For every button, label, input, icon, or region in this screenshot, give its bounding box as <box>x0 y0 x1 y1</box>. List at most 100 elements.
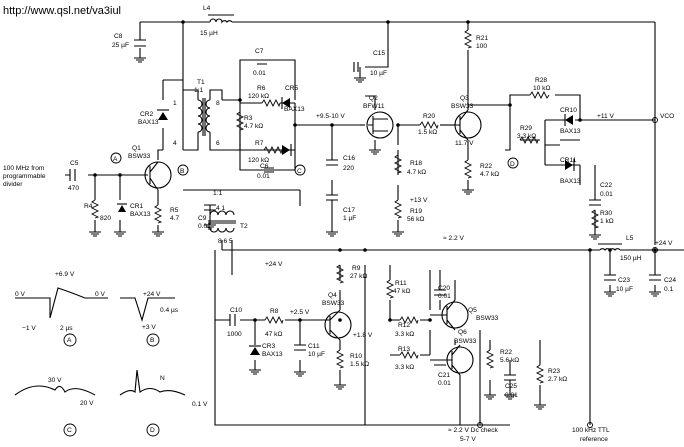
label-C20-value: 0.01 <box>438 293 451 300</box>
label-T2-ratio: 1:1 <box>213 190 222 197</box>
label-v117: 11.7 V <box>455 140 474 147</box>
label-C10: C10 <box>230 307 242 314</box>
label-CR5: CR5 <box>285 85 299 92</box>
wave-C-tag: C <box>67 427 72 434</box>
grounds <box>89 57 661 410</box>
label-CR1-type: BAX13 <box>130 211 151 218</box>
label-C15-value: 10 µF <box>370 70 387 77</box>
label-R6-value: 120 kΩ <box>248 93 269 100</box>
label-CR3: CR3 <box>262 343 276 350</box>
wave-B-tag: B <box>150 337 155 344</box>
label-CR1: CR1 <box>130 203 144 210</box>
wave-B-width: 0.4 µs <box>160 307 179 314</box>
wave-D-n: N <box>160 375 165 382</box>
label-T2-pins-top: 4 1 <box>216 205 225 212</box>
label-C24: C24 <box>664 277 676 284</box>
label-R20-value: 1.5 kΩ <box>418 129 437 136</box>
diodes <box>117 97 575 355</box>
label-R8: R8 <box>270 308 279 315</box>
label-C11-value: 10 µF <box>308 351 325 358</box>
label-Q2: Q2 <box>369 95 378 102</box>
label-C8-value: 25 µF <box>112 42 129 49</box>
label-R18: R18 <box>410 160 422 167</box>
label-C20: C20 <box>438 285 450 292</box>
label-T2-pins-bot: 8 6 5 <box>218 238 233 245</box>
label-R21-value: 100 <box>476 43 487 50</box>
label-Q2-type: BFW11 <box>363 103 385 110</box>
resistors <box>90 29 600 384</box>
label-R18-value: 4.7 kΩ <box>407 169 426 176</box>
test-points <box>63 117 658 437</box>
label-R23-value: 2.7 kΩ <box>548 376 567 383</box>
label-L5: L5 <box>626 235 634 242</box>
capacitors <box>69 39 661 381</box>
label-tp-A: A <box>113 156 118 163</box>
label-C25-value: 0.01 <box>505 392 518 399</box>
wave-C-dv: 20 V <box>80 400 94 407</box>
label-pin1: 1 <box>173 100 177 107</box>
wave-B-low: +3 V <box>142 324 156 331</box>
label-tp-B: B <box>180 168 185 175</box>
label-C23: C23 <box>618 277 630 284</box>
label-v11: +11 V <box>597 113 615 120</box>
label-C9-value: 0.01 <box>198 223 211 230</box>
label-L4: L4 <box>203 5 211 12</box>
label-v22a: ≈ 2.2 V <box>443 235 464 242</box>
label-Q5: Q5 <box>468 307 477 314</box>
label-C17: C17 <box>343 207 355 214</box>
label-input-1: 100 MHz from <box>3 165 45 172</box>
wave-A-right: 0 V <box>95 291 105 298</box>
label-R22b-value: 5.6 kΩ <box>500 357 519 364</box>
label-dc-check-1: ≈ 2.2 V Dc check <box>448 427 498 434</box>
label-C5-value: 470 <box>68 185 79 192</box>
wave-A-peak: +6.9 V <box>55 271 75 278</box>
wave-C-amp: 30 V <box>48 377 62 384</box>
wave-D-tag: D <box>150 427 155 434</box>
label-R3-value: 4.7 kΩ <box>244 123 263 130</box>
label-C16-value: 220 <box>343 165 354 172</box>
label-C21: C21 <box>438 372 450 379</box>
label-input-3: divider <box>3 181 23 188</box>
label-L4-value: 15 µH <box>200 30 218 37</box>
label-C23-value: 10 µF <box>616 286 633 293</box>
label-CR10: CR10 <box>560 107 577 114</box>
label-R22: R22 <box>480 163 492 170</box>
label-CR10-type: BAX13 <box>560 128 581 135</box>
label-R28-value: 10 kΩ <box>533 85 550 92</box>
label-R11-value: 47 kΩ <box>393 288 410 295</box>
label-R4-value: 820 <box>100 215 111 222</box>
label-L5-value: 150 µH <box>620 255 642 262</box>
label-T1-ratio: 1:1 <box>194 87 203 94</box>
label-dc-check-2: 5-7 V <box>460 436 476 443</box>
label-R5-value: 4.7 <box>170 215 179 222</box>
label-ttl-ref-1: 100 kHz TTL <box>572 427 610 434</box>
label-R9-value: 27 kΩ <box>350 273 367 280</box>
wave-A-width: 2 µs <box>60 325 73 332</box>
label-v25: +2.5 V <box>290 309 310 316</box>
label-Q3: Q3 <box>460 95 469 102</box>
label-C10-value: 1000 <box>227 331 242 338</box>
label-v24a: +24 V <box>265 261 283 268</box>
label-C7-value: 0.01 <box>253 70 266 77</box>
label-C11: C11 <box>308 343 320 350</box>
label-Q6: Q6 <box>458 329 467 336</box>
label-R10: R10 <box>350 353 362 360</box>
label-tp-C: C <box>297 168 302 175</box>
label-R20: R20 <box>423 113 435 120</box>
label-C16: C16 <box>343 155 355 162</box>
label-Q1: Q1 <box>132 145 141 152</box>
label-R12-value: 3.3 kΩ <box>395 331 414 338</box>
label-R6: R6 <box>257 85 266 92</box>
label-R29-value: 3.3 kΩ <box>517 133 536 140</box>
label-C8b: C6 <box>260 163 269 170</box>
label-R12: R12 <box>398 322 410 329</box>
label-R22b: R22 <box>500 349 512 356</box>
label-CR2: CR2 <box>140 111 154 118</box>
label-R7: R7 <box>255 140 264 147</box>
label-C22: C22 <box>600 182 612 189</box>
label-R8-value: 47 kΩ <box>265 331 282 338</box>
label-C17-value: 1 µF <box>343 215 356 222</box>
wiring <box>65 21 684 426</box>
label-C6-value: 0.01 <box>257 173 270 180</box>
